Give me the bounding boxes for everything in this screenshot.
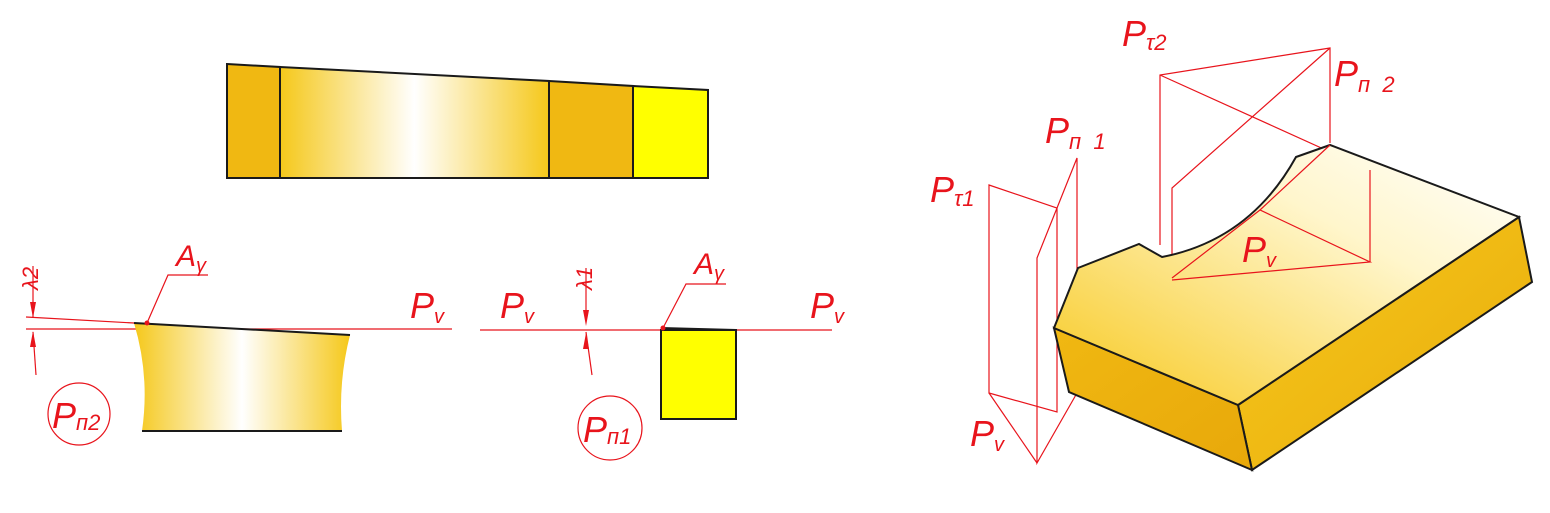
isometric-view: Pτ2 Pп 2 Pп 1 Pτ1 Pv Pv	[930, 13, 1534, 472]
pv-label-mid-left: Pv	[500, 285, 535, 328]
ptau2-plane	[1159, 47, 1331, 245]
pn2-iso-label: Pп 2	[1334, 53, 1395, 97]
top-view-gradient-segment	[279, 65, 550, 179]
pn1-iso-label: Pп 1	[1045, 110, 1106, 154]
ay-label-left: Aγ	[174, 240, 207, 277]
pv-label-left-section: Pv	[410, 285, 445, 328]
top-view-left-segment	[226, 62, 281, 179]
ay-label-right: Aγ	[692, 248, 725, 285]
ptau1-label: Pτ1	[930, 169, 974, 211]
pv-iso-center-label: Pv	[1242, 229, 1277, 272]
pn2-circle	[47, 382, 111, 446]
lambda2-arrow-top	[30, 302, 36, 318]
ay-leader-left	[146, 274, 208, 324]
ptau1-plane	[988, 184, 1058, 413]
pv-iso-bottom-label: Pv	[970, 413, 1005, 456]
pn1-circle	[577, 395, 643, 461]
lambda1-arrow-bottom	[583, 333, 589, 349]
ptau2-label: Pτ2	[1122, 13, 1166, 55]
section-pn2: λ2 Aγ Pv Pп2	[18, 240, 452, 446]
pn1-circle-label: Pп1	[583, 409, 631, 450]
pn2-circle-label: Pп2	[52, 395, 100, 436]
pv-label-mid-right: Pv	[810, 285, 845, 328]
lambda2-arrow-bottom	[30, 331, 36, 347]
iso-top-face	[1052, 143, 1522, 407]
section-body-pn2	[134, 323, 350, 431]
top-view-dark-segment	[548, 79, 634, 179]
top-view	[226, 62, 709, 179]
pv-plane-iso	[1171, 209, 1373, 281]
lambda2-label: λ2	[18, 267, 43, 291]
lambda1-label: λ1	[572, 267, 597, 291]
section-pn1: λ1 Aγ Pv Pv Pп1	[480, 248, 845, 461]
lambda1-arrow-top	[583, 310, 589, 326]
ay-leader-right	[662, 283, 726, 329]
top-view-bright-segment	[632, 84, 709, 179]
rake-line-left	[25, 316, 135, 324]
section-body-pn1	[660, 329, 737, 420]
